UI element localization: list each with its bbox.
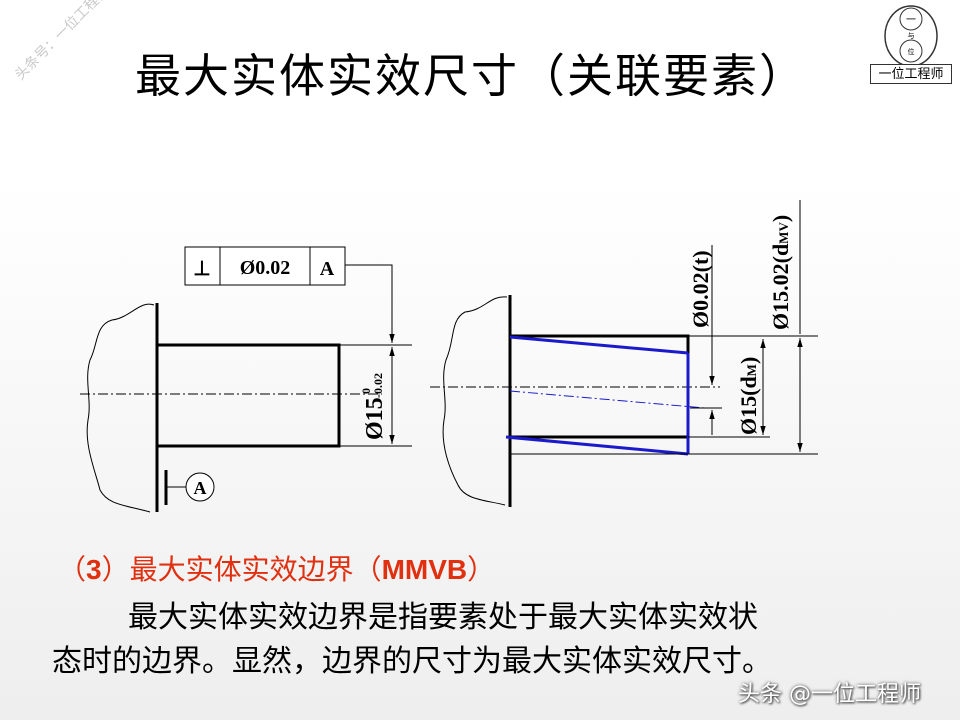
- frame-datum: A: [320, 258, 335, 280]
- dim-dmv-main: Ø15.02(d: [768, 244, 793, 330]
- logo-middle-char: 与: [908, 32, 915, 40]
- body-line-1: 最大实体实效边界是指要素处于最大实体实效状: [128, 600, 758, 635]
- shaft-rect: [155, 343, 341, 448]
- tilted-bottom-edge: [505, 435, 689, 456]
- logo-top-char: 一: [906, 15, 916, 26]
- tilted-top-edge: [509, 335, 689, 355]
- heading-suffix: ）: [467, 553, 496, 586]
- footer-watermark: 头条 @一位工程师: [738, 682, 921, 707]
- heading-number: 3: [86, 554, 102, 585]
- dim-dm-sub: M: [744, 364, 759, 376]
- dimension-lower-deviation: -0.02: [371, 373, 385, 398]
- dim-dmv-sub: MV: [776, 222, 791, 244]
- break-outline: [442, 296, 508, 506]
- logo-bottom-char: 位: [908, 47, 915, 56]
- frame-tolerance: Ø0.02: [240, 257, 291, 279]
- page-title: 最大实体实效尺寸（关联要素）: [135, 49, 807, 103]
- right-drawing: Ø0.02(t) Ø15(dM) Ø15.02(dMV): [430, 200, 818, 507]
- dim-dm-paren: ): [736, 357, 761, 364]
- heading-prefix: （: [58, 553, 87, 586]
- section-heading: （3）最大实体实效边界（MMVB）: [58, 548, 495, 588]
- heading-text: ）最大实体实效边界（: [101, 553, 382, 586]
- break-outline: [86, 303, 155, 513]
- logo-label: 一位工程师: [870, 64, 952, 84]
- feature-control-frame: ⊥ Ø0.02 A: [184, 246, 346, 286]
- body-line-2: 态时的边界。显然，边界的尺寸为最大实体实效尺寸。: [52, 644, 772, 679]
- leader-line: [345, 264, 395, 343]
- perpendicularity-symbol: ⊥: [193, 258, 210, 280]
- dim-tolerance-t: Ø0.02(t): [688, 250, 713, 328]
- svg-text:Ø15(dM): Ø15(dM): [736, 357, 761, 435]
- dimension-main: Ø15: [362, 397, 388, 440]
- left-drawing: ⊥ Ø0.02 A Ø15 0 -0.02 A: [80, 246, 412, 513]
- tilted-centerline: [509, 390, 706, 409]
- heading-abbr: MMVB: [381, 554, 468, 585]
- datum-symbol: A: [164, 470, 215, 505]
- dim-dmv-paren: ): [768, 215, 793, 222]
- svg-text:Ø15.02(dMV): Ø15.02(dMV): [768, 215, 793, 330]
- datum-label: A: [194, 478, 207, 498]
- dimension-upper-deviation: 0: [359, 388, 373, 394]
- dim-dm-main: Ø15(d: [736, 376, 761, 435]
